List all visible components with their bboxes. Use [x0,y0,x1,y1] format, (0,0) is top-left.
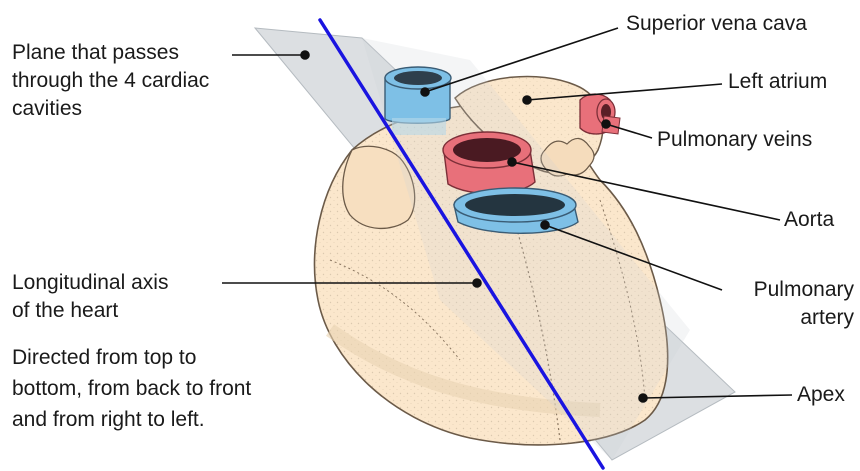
label-superior-vena-cava: Superior vena cava [626,10,856,38]
label-longitudinal-axis: Longitudinal axis of the heart [12,269,222,325]
label-pulmonary-veins: Pulmonary veins [657,126,857,154]
aorta-vessel [443,132,535,194]
label-aorta: Aorta [784,206,854,234]
label-left-atrium: Left atrium [728,68,858,96]
pulmonary-artery-vessel [454,188,578,233]
label-axis-direction: Directed from top to bottom, from back t… [12,342,312,435]
label-pulmonary-artery: Pulmonary artery [730,276,854,332]
label-apex: Apex [797,381,857,409]
label-plane: Plane that passes through the 4 cardiac … [12,39,272,123]
superior-vena-cava-vessel [385,67,451,135]
pulmonary-veins-vessel [580,94,620,134]
